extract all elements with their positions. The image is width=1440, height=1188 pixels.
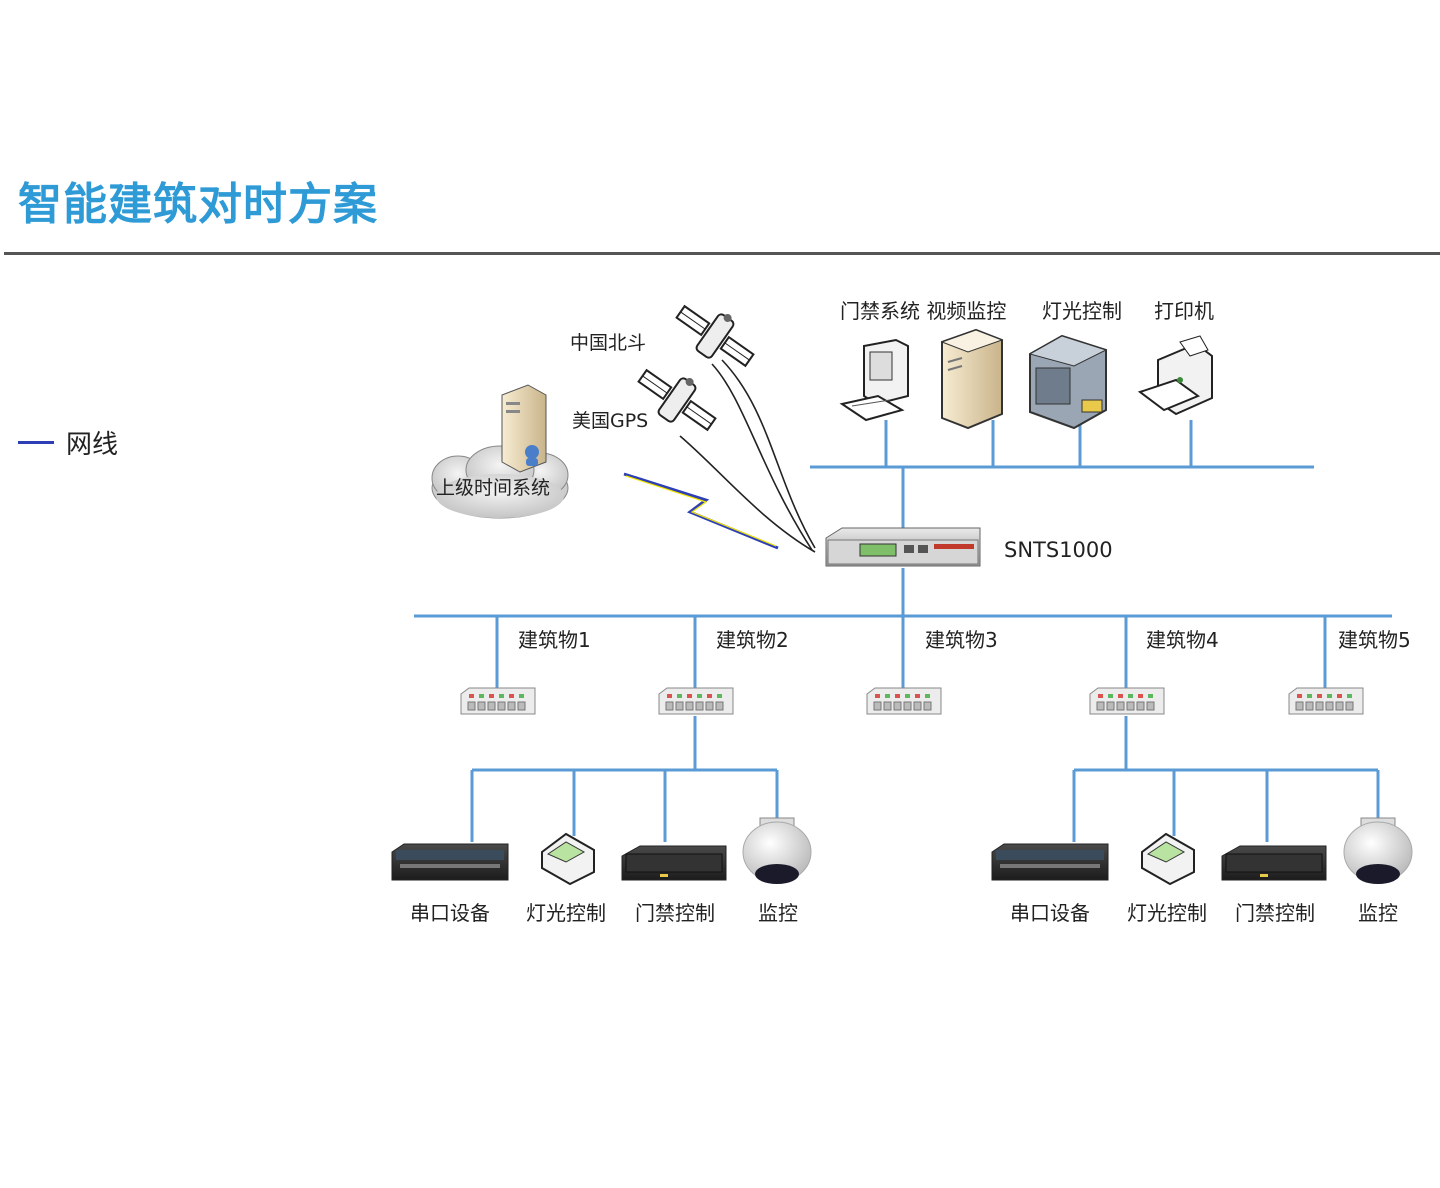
printer-label: 打印机 (1154, 299, 1214, 323)
satellite-gps-icon (637, 368, 717, 432)
building-switches (460, 687, 1364, 715)
building-switch-icon (866, 687, 942, 715)
left-serial-device-icon (391, 843, 509, 881)
building-switch-icon (1288, 687, 1364, 715)
top-lighting-label: 灯光控制 (1042, 299, 1122, 323)
right-lighting-label: 灯光控制 (1127, 901, 1207, 925)
satellite-gps-label: 美国GPS (572, 410, 648, 432)
access-video-label: 门禁系统 视频监控 (840, 299, 1006, 323)
building-1-label: 建筑物1 (518, 628, 591, 652)
left-serial-label: 串口设备 (410, 901, 490, 925)
snts1000-device-icon (825, 527, 981, 567)
right-camera-icon (1343, 817, 1413, 884)
legend: 网线 (18, 424, 118, 461)
left-lighting-icon (541, 832, 595, 886)
building-4-label: 建筑物4 (1146, 628, 1219, 652)
upstream-server-icon (501, 384, 547, 473)
network-line-swatch (18, 441, 54, 444)
building-switch-icon (658, 687, 734, 715)
satellite-beidou-label: 中国北斗 (570, 332, 646, 354)
left-access-label: 门禁控制 (635, 901, 715, 925)
satellite-beidou-icon (675, 304, 755, 368)
building-2-label: 建筑物2 (716, 628, 789, 652)
right-access-label: 门禁控制 (1235, 901, 1315, 925)
building-5-label: 建筑物5 (1338, 628, 1411, 652)
network-lines (414, 420, 1392, 842)
left-lighting-label: 灯光控制 (526, 901, 606, 925)
building-3-label: 建筑物3 (925, 628, 998, 652)
building-switch-icon (460, 687, 536, 715)
right-lighting-icon (1141, 832, 1195, 886)
lighting-control-rack-icon (1028, 334, 1108, 430)
left-access-control-icon (621, 845, 727, 881)
network-line-label: 网线 (66, 430, 119, 460)
building-switch-icon (1089, 687, 1165, 715)
left-monitor-label: 监控 (758, 901, 798, 925)
right-access-control-icon (1221, 845, 1327, 881)
satellite-signals (679, 359, 816, 553)
right-serial-device-icon (991, 843, 1109, 881)
printer-icon (1137, 335, 1213, 416)
wireless-link-bolt (623, 472, 779, 550)
workstation-icon (839, 338, 909, 422)
video-server-icon (940, 328, 1004, 430)
snts1000-label: SNTS1000 (1004, 538, 1113, 562)
upstream-label: 上级时间系统 (436, 477, 550, 499)
left-camera-icon (742, 817, 812, 884)
right-serial-label: 串口设备 (1010, 901, 1090, 925)
right-monitor-label: 监控 (1358, 901, 1398, 925)
page-title: 智能建筑对时方案 (18, 179, 378, 230)
title-divider (4, 252, 1440, 255)
